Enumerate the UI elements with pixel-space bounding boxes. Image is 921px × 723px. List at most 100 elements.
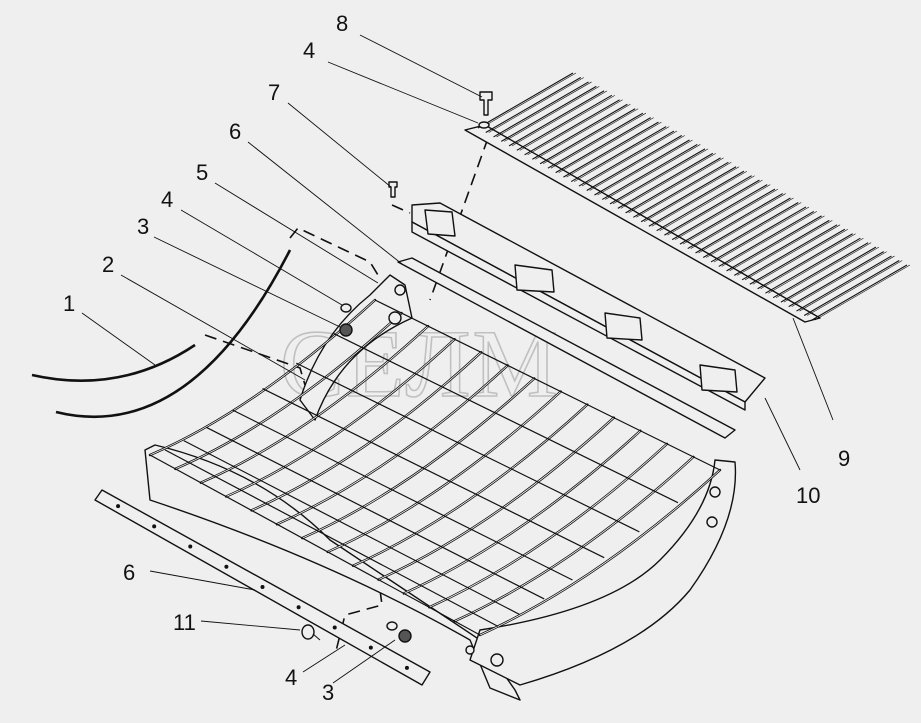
grate-finger: [570, 126, 667, 183]
grate-finger-edge: [605, 144, 701, 200]
grate-finger-edge: [776, 242, 872, 298]
grate-finger: [532, 103, 628, 160]
callout-4-top: 4: [303, 38, 315, 63]
grate-finger-edge: [659, 175, 755, 231]
grate-finger-edge: [574, 126, 670, 182]
part-10-bracket-rail: [411, 202, 766, 411]
callout-7: 7: [268, 80, 280, 105]
grate-finger-edge: [636, 162, 732, 218]
grate-finger-edge: [581, 130, 678, 187]
grate-finger-edge: [729, 215, 825, 272]
grate-finger: [602, 143, 698, 200]
concave-wire: [149, 454, 481, 636]
grate-finger: [586, 135, 683, 191]
grate-finger-edge: [643, 166, 740, 223]
grate-finger-edge: [706, 202, 802, 258]
concave-rod-highlight: [276, 365, 508, 525]
grate-finger-edge: [535, 103, 631, 160]
grate-finger: [594, 139, 690, 196]
grate-finger: [734, 219, 830, 276]
callout-9: 9: [838, 446, 850, 471]
concave-rod-highlight: [454, 456, 694, 622]
grate-finger: [741, 224, 838, 281]
grate-finger: [772, 242, 869, 299]
grate-finger: [609, 148, 706, 205]
concave-body: [144, 274, 737, 701]
part-1-curved-strip: [31, 343, 196, 383]
grate-finger: [695, 197, 791, 254]
part-11-pin: [301, 624, 321, 641]
concave-wires: [149, 299, 721, 636]
grate-finger-edge: [807, 260, 903, 316]
grate-finger-edge: [791, 251, 887, 307]
part-2-curved-strip: [55, 249, 292, 419]
leader-lines: [81, 34, 834, 684]
grate-finger-edge: [527, 99, 623, 156]
grate-finger-edge: [682, 188, 779, 245]
grate-finger: [555, 117, 651, 174]
grate-finger: [710, 206, 807, 263]
grate-finger-edge: [480, 72, 577, 129]
grate-finger-edge: [519, 95, 615, 151]
callout-5: 5: [196, 160, 208, 185]
concave-rod-highlight: [302, 378, 535, 539]
grate-finger: [508, 90, 605, 147]
concave-rod-highlight: [378, 417, 615, 580]
strip-hole: [224, 564, 229, 569]
concave-rod-highlight: [352, 404, 588, 567]
grate-finger: [780, 246, 877, 303]
grate-finger: [757, 233, 853, 290]
strip-hole: [368, 645, 373, 650]
grate-finger-edge: [620, 153, 716, 209]
concave-rod-highlight: [403, 430, 641, 594]
part-6-top-strip: [397, 257, 736, 439]
concave-rod-highlight: [175, 312, 402, 470]
grate-finger-edge: [675, 184, 771, 240]
strip-hole: [296, 605, 301, 610]
grate-finger-edge: [783, 246, 880, 303]
grate-finger-edge: [597, 139, 693, 196]
grate-finger-edge: [690, 193, 786, 249]
grate-finger: [796, 255, 892, 312]
concave-rods: [148, 298, 722, 637]
concave-rod-highlight: [200, 325, 429, 484]
part-9-upper-grate: [464, 72, 911, 323]
grate-finger: [539, 108, 636, 165]
callout-4-bottom: 4: [285, 665, 297, 690]
grate-finger-edge: [612, 148, 709, 205]
grate-finger: [524, 99, 620, 156]
grate-finger: [501, 85, 597, 142]
concave-wire: [374, 299, 721, 471]
grate-fingers: [477, 72, 911, 321]
grate-finger: [679, 188, 776, 245]
grate-finger: [477, 72, 574, 129]
grate-finger: [485, 76, 582, 133]
concave-wire: [183, 440, 520, 615]
concave-wire: [262, 388, 605, 559]
grate-finger-edge: [814, 264, 911, 321]
grate-finger: [493, 81, 589, 138]
callout-2: 2: [102, 252, 114, 277]
concave-rod-highlight: [251, 352, 482, 511]
grate-finger: [765, 237, 861, 294]
concave-rod-highlight: [479, 469, 721, 636]
grate-finger: [803, 260, 900, 317]
grate-finger-edge: [713, 206, 810, 263]
grate-finger-edge: [768, 237, 864, 294]
grate-finger-edge: [542, 108, 639, 164]
grate-finger: [811, 264, 908, 321]
callout-3-bottom: 3: [322, 680, 334, 705]
part-7-bolt: [388, 181, 398, 198]
grate-finger: [648, 170, 745, 227]
grate-finger: [718, 210, 815, 267]
grate-finger-edge: [721, 211, 817, 267]
grate-finger: [656, 175, 752, 232]
grate-finger-edge: [496, 81, 592, 138]
grate-finger-edge: [698, 197, 794, 254]
grate-finger-edge: [737, 220, 833, 276]
grate-finger-edge: [628, 157, 724, 214]
callout-8: 8: [336, 11, 348, 36]
grate-finger: [726, 215, 822, 272]
concave-wire: [295, 362, 640, 533]
grate-finger: [788, 251, 884, 308]
